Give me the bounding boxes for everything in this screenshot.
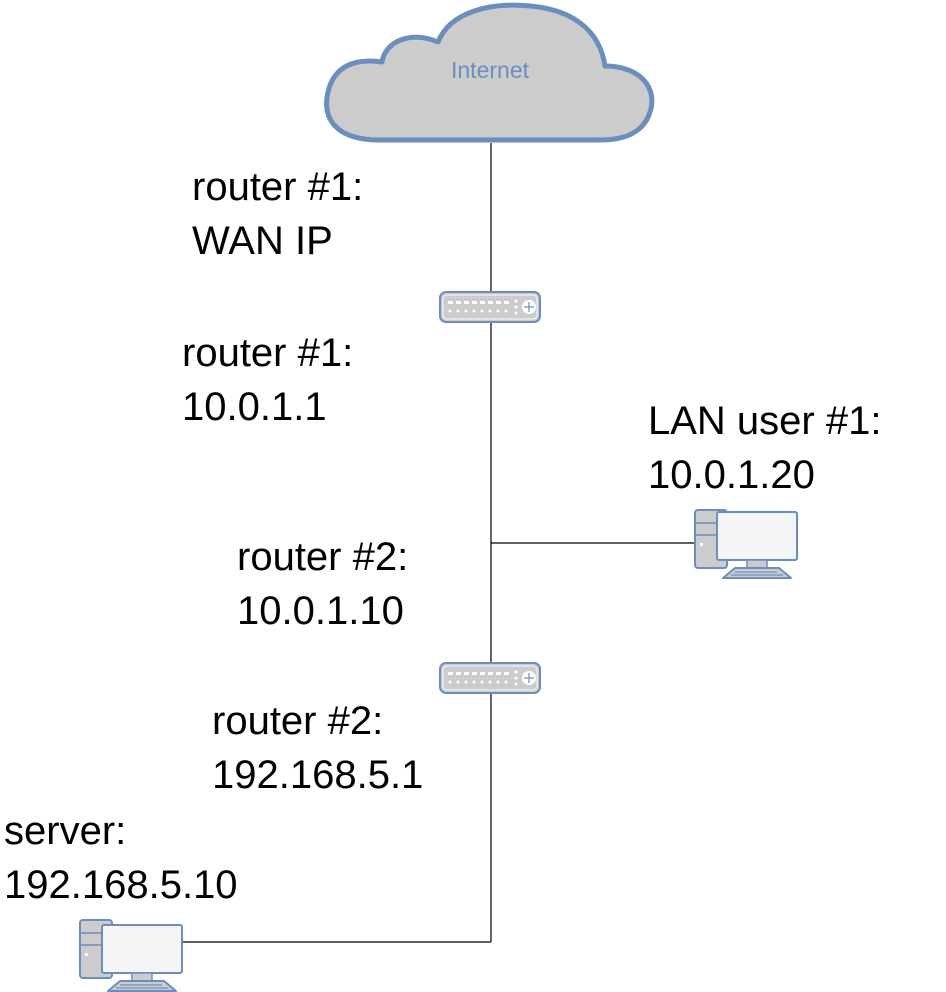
label-line: LAN user #1: (648, 399, 882, 443)
router2-wan-label: router #2: 10.0.1.10 (237, 530, 408, 638)
server-label: server: 192.168.5.10 (4, 804, 238, 912)
label-line: 10.0.1.10 (237, 589, 404, 633)
label-line: 192.168.5.10 (4, 863, 238, 907)
router2-lan-label: router #2: 192.168.5.1 (212, 694, 423, 802)
router1-wan-label: router #1: WAN IP (192, 160, 363, 268)
internet-node[interactable]: Internet (324, 2, 655, 143)
internet-label: Internet (451, 57, 530, 83)
desktop-computer-icon (694, 509, 798, 579)
router-icon (439, 291, 541, 323)
router-2[interactable] (439, 662, 541, 694)
label-line: router #2: (237, 535, 409, 579)
label-line: 192.168.5.1 (212, 753, 424, 797)
desktop-computer-icon (79, 919, 183, 992)
lan-user-1-computer[interactable] (694, 509, 798, 579)
lan-user1-label: LAN user #1: 10.0.1.20 (648, 394, 881, 502)
label-line: WAN IP (192, 219, 333, 263)
router1-lan-label: router #1: 10.0.1.1 (182, 326, 353, 434)
label-line: 10.0.1.1 (182, 385, 327, 429)
router-1[interactable] (439, 291, 541, 323)
router-icon (439, 662, 541, 694)
label-line: 10.0.1.20 (648, 453, 815, 497)
label-line: router #2: (212, 699, 384, 743)
label-line: router #1: (182, 331, 354, 375)
label-line: router #1: (192, 165, 364, 209)
cloud-icon (324, 2, 655, 143)
label-line: server: (4, 809, 127, 853)
server-computer[interactable] (79, 919, 183, 992)
